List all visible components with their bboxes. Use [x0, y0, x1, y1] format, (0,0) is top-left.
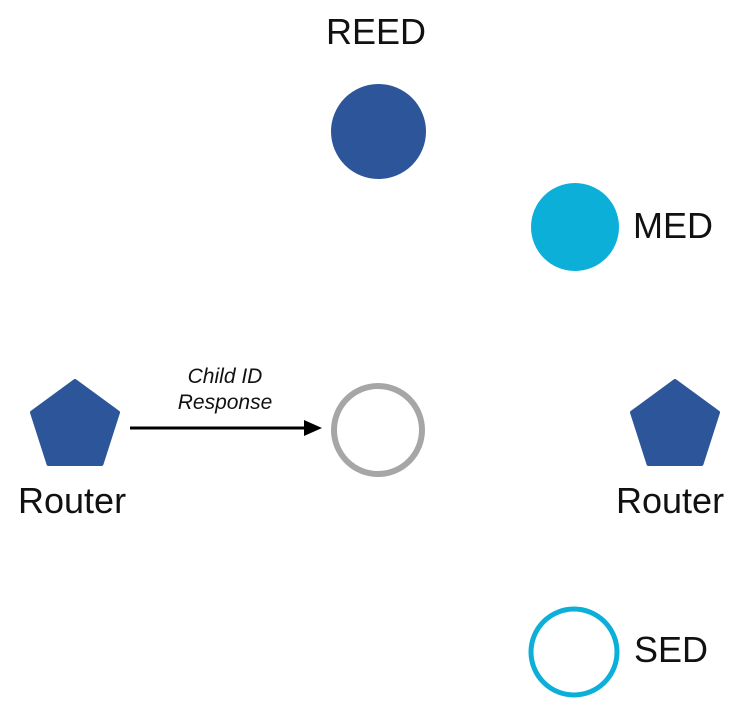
sed-circle-icon [528, 606, 620, 698]
arrow-right-icon [130, 420, 322, 436]
reed-circle-icon [331, 84, 426, 179]
node-router-left-label: Router [18, 480, 127, 521]
edge-child-id-response-label: Child ID Response [115, 364, 335, 416]
node-med[interactable] [531, 183, 619, 271]
node-router-right[interactable] [630, 379, 720, 467]
edge-label-line-2: Response [177, 391, 273, 414]
edge-label-line-1: Child ID [187, 365, 263, 388]
node-sed-label: SED [634, 629, 709, 670]
node-med-label: MED [633, 205, 713, 246]
node-joining-device[interactable] [330, 382, 426, 478]
node-reed-label: REED [325, 11, 427, 52]
node-router-left[interactable] [30, 379, 120, 467]
router-pentagon-icon [30, 379, 120, 466]
router-pentagon-icon [630, 379, 720, 466]
node-reed[interactable] [331, 84, 426, 179]
joining-device-circle-icon [331, 383, 425, 477]
med-circle-icon [531, 183, 619, 271]
edge-child-id-response [130, 408, 325, 448]
node-sed[interactable] [528, 606, 620, 698]
node-router-right-label: Router [616, 480, 725, 521]
